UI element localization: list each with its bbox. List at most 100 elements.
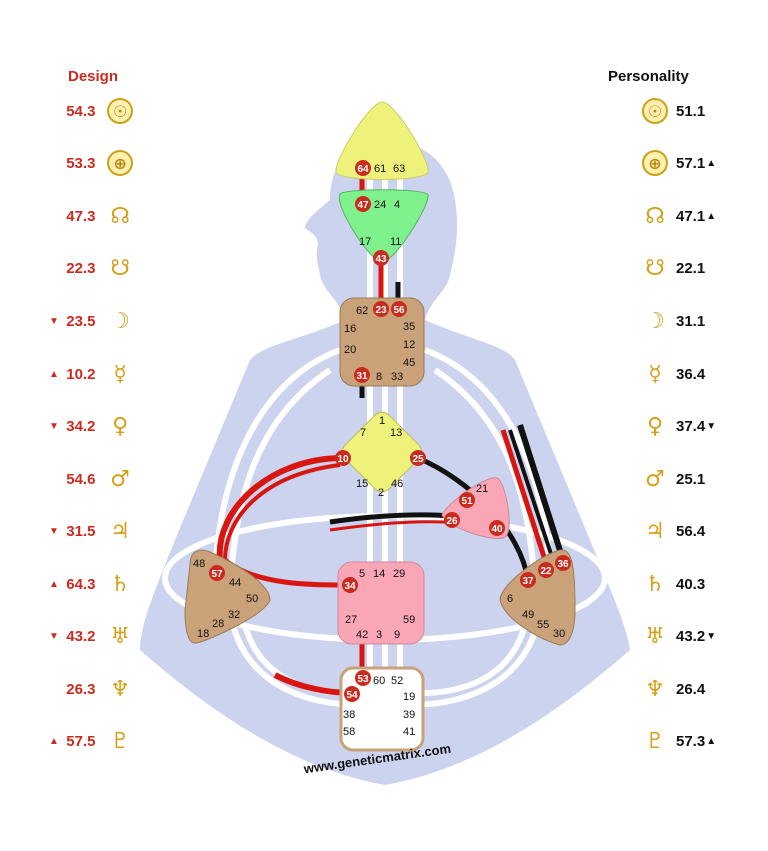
svg-text:25: 25 [412, 454, 424, 465]
design-arrow: ▼ [48, 525, 59, 537]
active-gate-36: 36 [555, 555, 571, 571]
saturn-icon: ♄ [645, 571, 665, 597]
gate-2: 2 [378, 487, 384, 499]
earth-icon: ⊕ [107, 150, 134, 176]
active-gate-22: 22 [538, 562, 554, 578]
gate-20: 20 [344, 344, 356, 356]
svg-text:47: 47 [357, 200, 369, 211]
design-value: 23.5 [66, 312, 96, 330]
svg-text:36: 36 [557, 559, 569, 570]
active-gate-51: 51 [459, 492, 475, 508]
gate-12: 12 [403, 339, 415, 351]
svg-text:40: 40 [491, 524, 503, 535]
gate-62: 62 [356, 305, 368, 317]
active-gate-64: 64 [355, 160, 371, 176]
design-arrow: ▲ [48, 368, 59, 380]
gate-labels: 61 63 24 4 17 11 62 16 35 20 12 45 8 33 … [193, 163, 565, 738]
gate-61: 61 [374, 163, 386, 175]
design-value: 54.3 [66, 102, 96, 120]
neptune-icon: ♆ [110, 676, 131, 702]
gate-38: 38 [343, 709, 355, 721]
personality-row-uranus: ♅43.2▼ [642, 622, 732, 650]
gate-5: 5 [359, 568, 365, 580]
gate-8: 8 [376, 371, 382, 383]
throat-center [339, 297, 425, 387]
personality-value: 57.1 [676, 154, 706, 172]
personality-row-moon: ☽31.1 [642, 307, 732, 335]
gate-3: 3 [376, 629, 382, 641]
design-header: Design [68, 68, 119, 85]
svg-text:51: 51 [461, 496, 473, 507]
gate-24: 24 [374, 199, 386, 211]
svg-text:56: 56 [393, 305, 405, 316]
moon-icon: ☽ [645, 308, 665, 334]
personality-header: Personality [608, 68, 689, 85]
jupiter-icon: ♃ [645, 518, 665, 544]
design-row-north-node: 47.3☊ [48, 202, 133, 230]
design-value: 10.2 [66, 365, 96, 383]
south-node-icon: ☋ [645, 255, 665, 281]
active-gate-54: 54 [344, 686, 360, 702]
gate-16: 16 [344, 323, 356, 335]
gate-55: 55 [537, 619, 549, 631]
root-center [339, 666, 425, 752]
svg-text:22: 22 [540, 566, 552, 577]
gate-42: 42 [356, 629, 368, 641]
active-gate-53: 53 [355, 670, 371, 686]
gate-13: 13 [390, 427, 402, 439]
mars-icon: ♂ [645, 466, 665, 492]
personality-arrow: ▲ [706, 210, 717, 222]
personality-value: 26.4 [676, 680, 706, 698]
personality-row-venus: ♀ 37.4▼ [642, 412, 732, 440]
personality-arrow: ▼ [706, 420, 717, 432]
personality-value: 47.1 [676, 207, 706, 225]
venus-icon: ♀ [646, 413, 664, 439]
mercury-icon: ☿ [113, 361, 127, 387]
design-row-moon: ▼23.5☽ [48, 307, 133, 335]
saturn-icon: ♄ [110, 571, 131, 597]
gate-19: 19 [403, 691, 415, 703]
gate-4: 4 [394, 199, 400, 211]
svg-text:34: 34 [344, 581, 356, 592]
gate-1: 1 [379, 415, 385, 427]
pluto-icon: ♇ [645, 728, 665, 754]
design-value: 31.5 [66, 522, 96, 540]
gate-48: 48 [193, 558, 205, 570]
design-row-mercury: ▲ 10.2 ☿ [48, 360, 133, 388]
active-gate-23: 23 [373, 301, 389, 317]
design-row-sun: 54.3 ☉ [48, 97, 134, 125]
uranus-icon: ♅ [645, 623, 665, 649]
gate-60: 60 [373, 675, 385, 687]
pluto-icon: ♇ [110, 728, 131, 754]
solar-plexus-center [499, 549, 576, 646]
gate-29: 29 [393, 568, 405, 580]
gate-58: 58 [343, 726, 355, 738]
gate-18: 18 [197, 628, 209, 640]
active-gate-40: 40 [489, 520, 505, 536]
design-arrow: ▼ [48, 315, 59, 327]
gate-39: 39 [403, 709, 415, 721]
personality-value: 25.1 [676, 470, 706, 488]
design-value: 54.6 [66, 470, 96, 488]
sun-icon: ☉ [107, 98, 134, 124]
gate-41: 41 [403, 726, 415, 738]
design-arrow: ▲ [48, 735, 59, 747]
design-value: 43.2 [66, 627, 96, 645]
personality-value: 37.4 [676, 417, 706, 435]
active-gate-57: 57 [209, 565, 225, 581]
south-node-icon: ☋ [110, 255, 130, 281]
design-row-south-node: 22.3☋ [48, 254, 133, 282]
active-gates: 64 47 43 23 56 31 10 25 51 26 40 57 34 3… [209, 160, 571, 702]
design-value: 47.3 [66, 207, 96, 225]
design-arrow: ▲ [48, 578, 59, 590]
active-gate-26: 26 [444, 512, 460, 528]
svg-text:54: 54 [346, 690, 358, 701]
sacral-center [337, 561, 425, 645]
personality-row-saturn: ♄40.3 [642, 570, 732, 598]
svg-text:23: 23 [375, 305, 387, 316]
active-gate-25: 25 [410, 450, 426, 466]
personality-value: 56.4 [676, 522, 706, 540]
design-value: 53.3 [66, 154, 96, 172]
personality-row-earth: ⊕57.1▲ [642, 149, 732, 177]
gate-35: 35 [403, 321, 415, 333]
